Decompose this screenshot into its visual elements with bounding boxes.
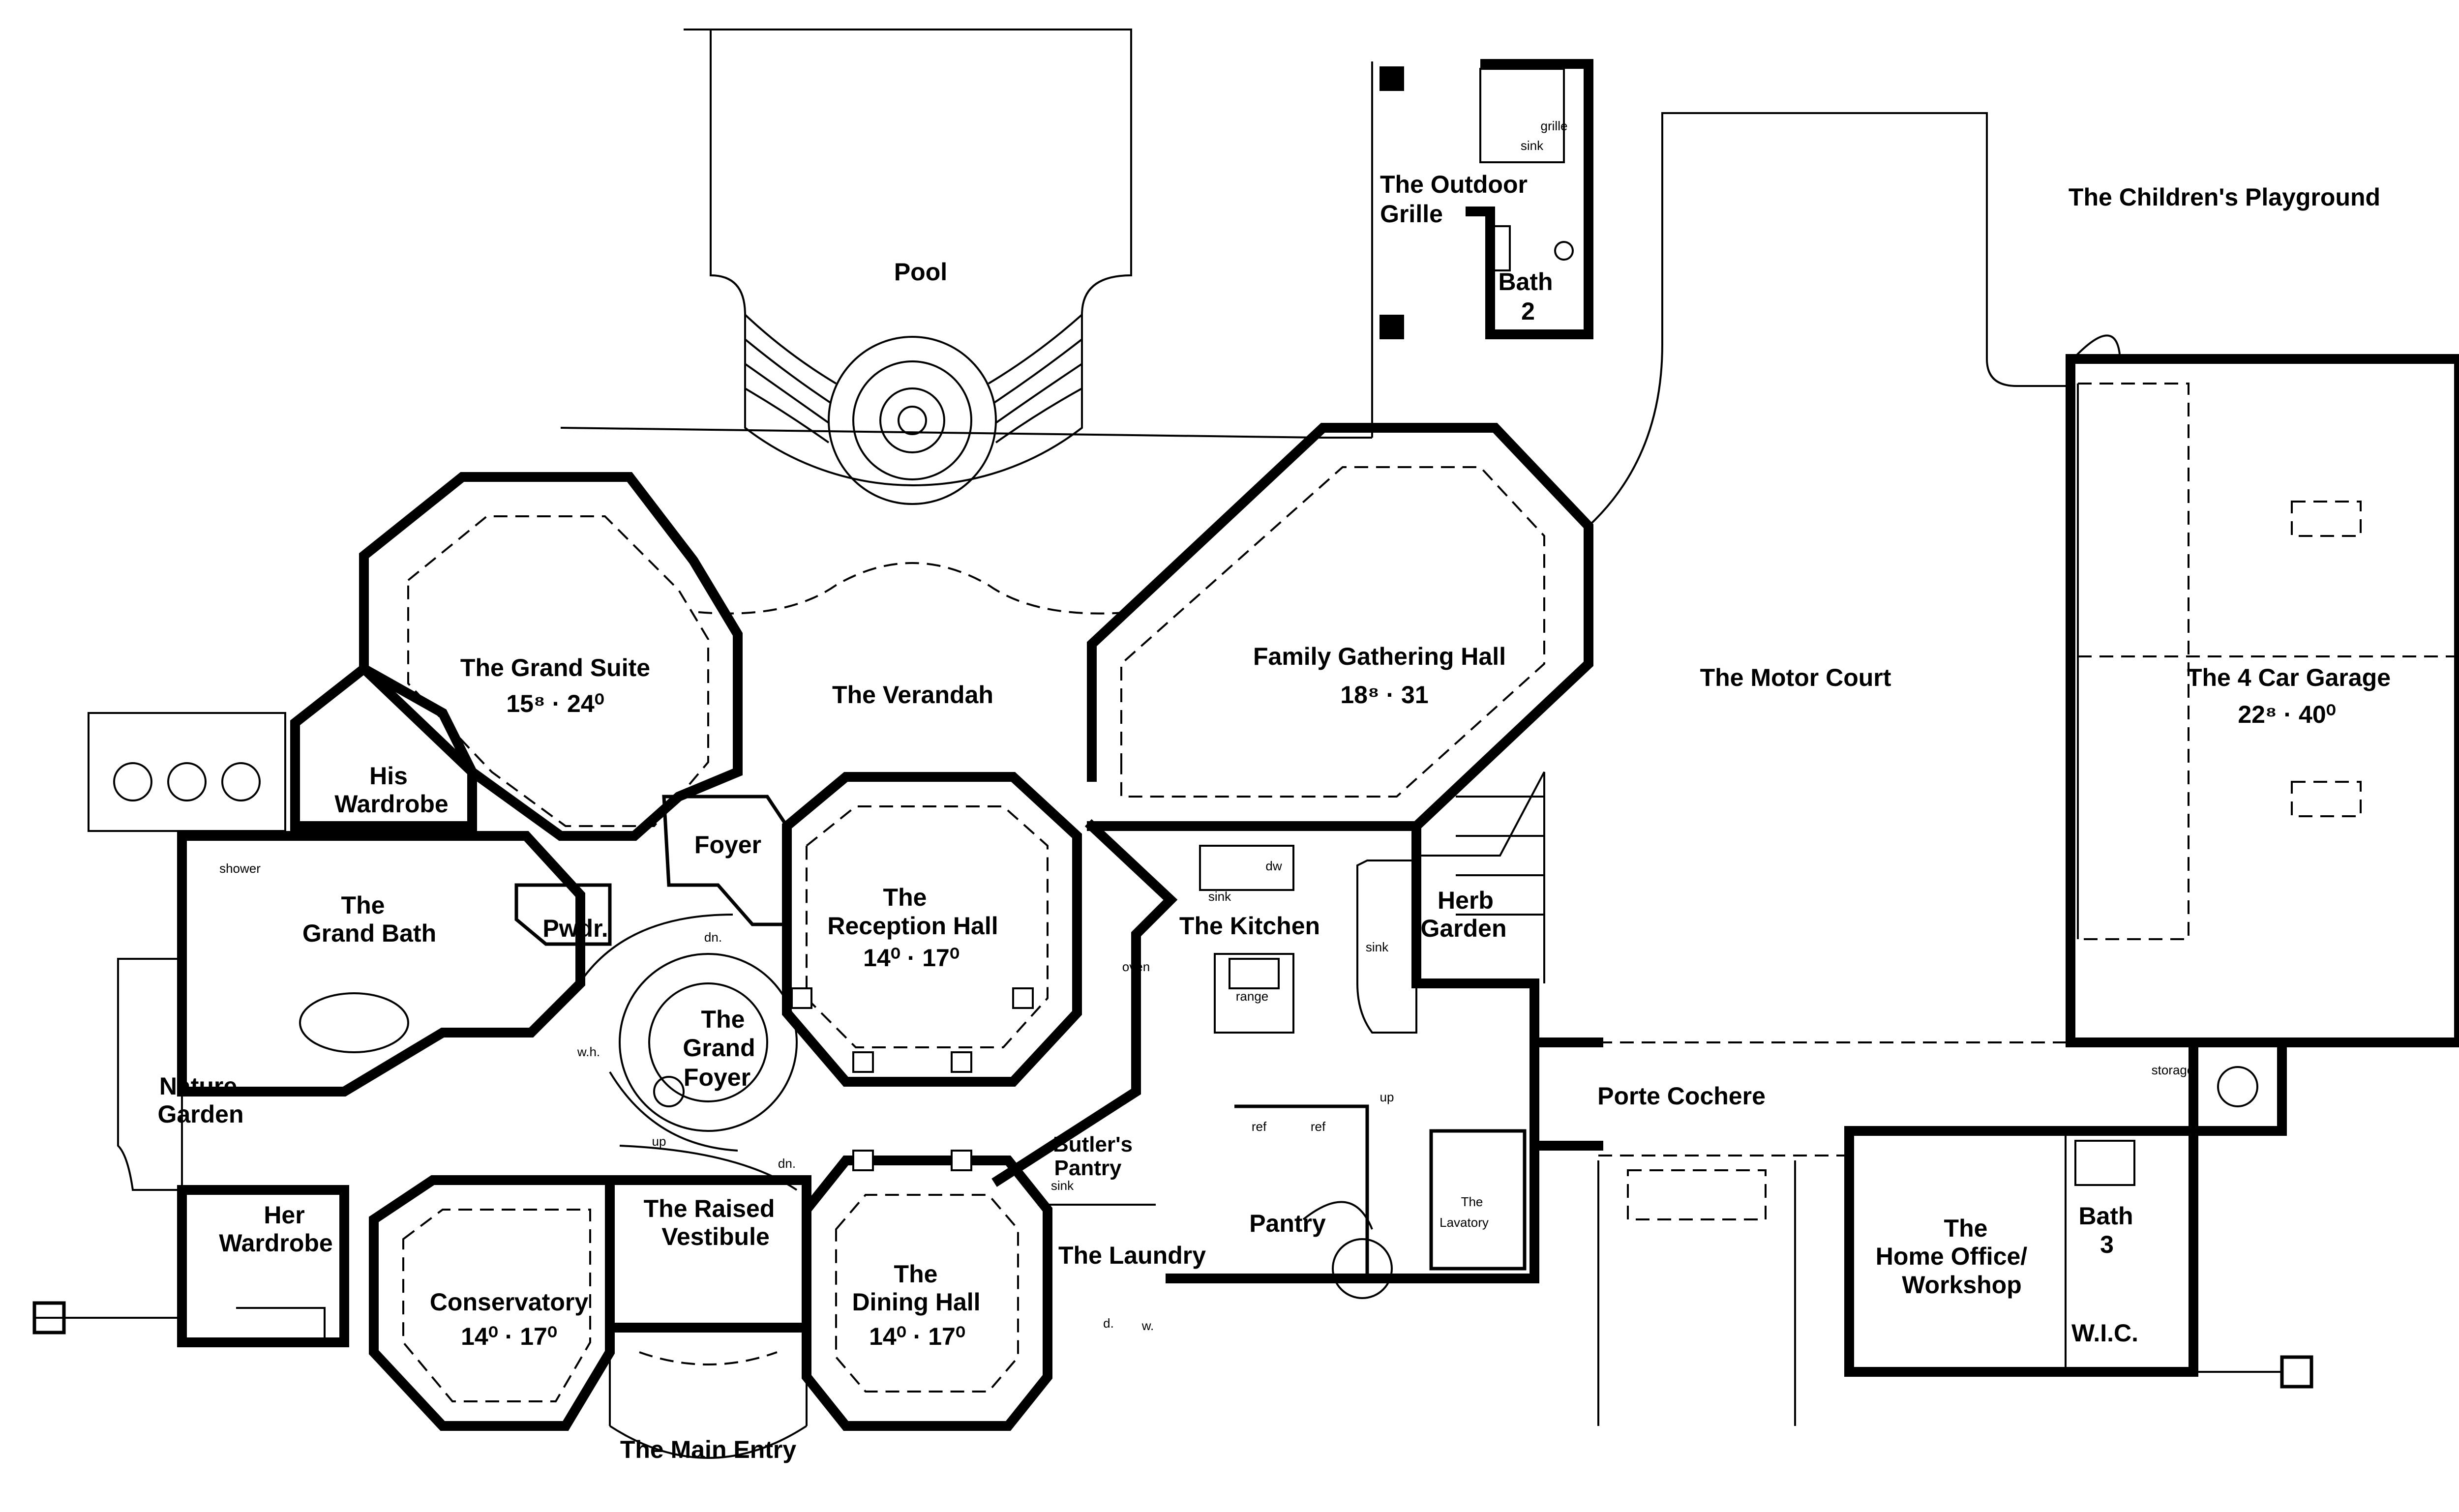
columns <box>791 987 1034 1171</box>
label-grand-foyer-2: Grand <box>683 1034 755 1062</box>
label-nature-garden-1: Nature <box>159 1072 237 1100</box>
label-grand-foyer-1: The <box>701 1006 745 1033</box>
label-outdoor-grille-1: The Outdoor <box>1380 171 1528 198</box>
label-pantry: Pantry <box>1249 1210 1326 1237</box>
label-pwdr: Pwdr. <box>542 915 608 942</box>
label-conservatory-dim: 14⁰ · 17⁰ <box>461 1323 557 1350</box>
label-shower: shower <box>219 861 261 876</box>
labels: Pool The Outdoor Grille Bath 2 The Child… <box>157 119 2391 1463</box>
label-bath2-2: 2 <box>1521 297 1535 325</box>
label-up-pantry: up <box>1380 1090 1394 1104</box>
label-storage: storage <box>2152 1063 2194 1077</box>
label-ref-2: ref <box>1311 1119 1326 1134</box>
label-raised-vestibule-2: Vestibule <box>661 1223 770 1250</box>
label-bath3-1: Bath <box>2078 1202 2133 1230</box>
label-bath3-2: 3 <box>2100 1231 2114 1258</box>
label-grand-suite: The Grand Suite <box>460 654 650 682</box>
label-family-hall-dim: 18⁸ · 31 <box>1340 681 1428 709</box>
label-bath2-1: Bath <box>1498 268 1553 296</box>
label-grand-suite-dim: 15⁸ · 24⁰ <box>506 690 604 717</box>
label-grand-bath-1: The <box>341 891 385 919</box>
label-wh-pantry: w.h. <box>1346 1272 1369 1286</box>
kitchen-fixtures <box>1199 845 1417 1034</box>
label-his-wardrobe-2: Wardrobe <box>334 790 449 818</box>
label-range: range <box>1236 989 1269 1004</box>
label-motor-court: The Motor Court <box>1700 664 1891 691</box>
label-grille: grille <box>1541 119 1568 133</box>
label-sink-herb: sink <box>1366 940 1389 954</box>
label-lavatory-2: Lavatory <box>1439 1215 1489 1230</box>
label-herb-garden-1: Herb <box>1438 887 1494 914</box>
site-lines <box>32 112 2313 1426</box>
label-garage: The 4 Car Garage <box>2187 664 2391 691</box>
label-sink-grille: sink <box>1521 138 1544 153</box>
label-reception-dim: 14⁰ · 17⁰ <box>863 944 960 972</box>
label-butlers-pantry-2: Pantry <box>1054 1156 1122 1180</box>
label-wh-foyer: w.h. <box>577 1044 600 1059</box>
label-verandah: The Verandah <box>832 681 993 709</box>
label-family-hall: Family Gathering Hall <box>1253 643 1506 670</box>
label-home-office-2: Home Office/ <box>1876 1243 2028 1270</box>
label-ref-1: ref <box>1252 1119 1267 1134</box>
main-house-walls <box>88 423 2287 1459</box>
label-up-foyer: up <box>652 1134 666 1149</box>
label-home-office-1: The <box>1944 1215 1988 1242</box>
label-butlers-pantry-1: Butler's <box>1053 1132 1133 1156</box>
label-dn-2: dn. <box>778 1156 796 1171</box>
label-herb-garden-2: Garden <box>1420 915 1506 942</box>
label-home-office-3: Workshop <box>1902 1271 2022 1299</box>
label-sink-kitchen: sink <box>1208 889 1231 904</box>
label-reception-2: Reception Hall <box>827 912 998 940</box>
label-dining-dim: 14⁰ · 17⁰ <box>869 1323 965 1350</box>
label-grand-foyer-3: Foyer <box>684 1064 750 1091</box>
pool-area <box>684 29 1132 615</box>
label-reception-1: The <box>883 884 927 911</box>
label-kitchen: The Kitchen <box>1179 912 1320 940</box>
label-dining-1: The <box>894 1260 938 1288</box>
label-raised-vestibule-1: The Raised <box>644 1195 775 1222</box>
garage <box>2066 334 2459 1047</box>
label-outdoor-grille-2: Grille <box>1380 200 1443 228</box>
label-garage-dim: 22⁸ · 40⁰ <box>2238 701 2336 728</box>
label-foyer: Foyer <box>694 831 761 859</box>
label-dining-2: Dining Hall <box>852 1288 980 1316</box>
label-dn-1: dn. <box>704 930 722 945</box>
label-pool: Pool <box>894 258 947 286</box>
label-her-wardrobe-1: Her <box>264 1201 304 1229</box>
label-lavatory-1: The <box>1461 1194 1483 1209</box>
label-nature-garden-2: Garden <box>157 1100 243 1128</box>
label-dryer: d. <box>1103 1316 1114 1331</box>
label-conservatory: Conservatory <box>430 1288 589 1316</box>
label-his-wardrobe-1: His <box>369 762 408 790</box>
label-grand-bath-2: Grand Bath <box>302 919 436 947</box>
label-her-wardrobe-2: Wardrobe <box>219 1229 333 1257</box>
label-oven: oven <box>1122 959 1150 974</box>
label-dw: dw <box>1265 859 1282 873</box>
label-wic: W.I.C. <box>2071 1319 2138 1347</box>
label-sink-butler: sink <box>1051 1178 1074 1193</box>
label-washer: w. <box>1141 1318 1154 1333</box>
outdoor-grille-area <box>1371 59 1593 438</box>
label-main-entry: The Main Entry <box>620 1436 797 1463</box>
label-porte-cochere: Porte Cochere <box>1597 1082 1766 1110</box>
label-childrens-playground: The Children's Playground <box>2069 183 2380 211</box>
label-laundry: The Laundry <box>1058 1242 1206 1269</box>
